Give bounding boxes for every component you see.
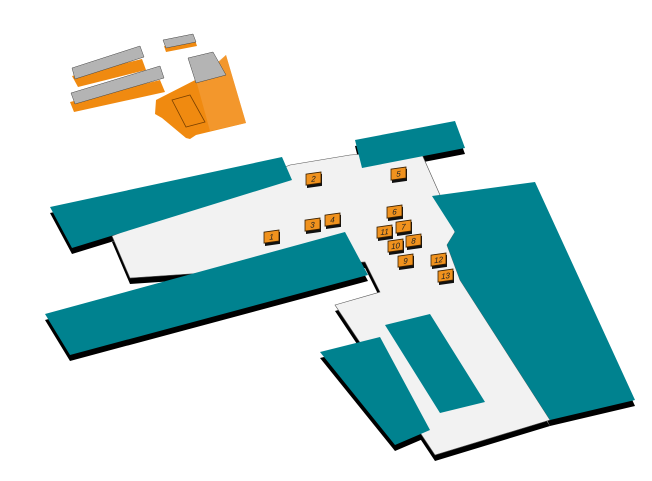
marker-label: 5 xyxy=(396,169,401,179)
room-north[interactable] xyxy=(355,121,465,168)
room-courtyard-inner[interactable] xyxy=(385,314,485,413)
marker-label: 7 xyxy=(401,222,406,232)
marker-label: 3 xyxy=(310,220,315,230)
marker-label: 8 xyxy=(411,236,416,246)
marker-label: 11 xyxy=(380,227,388,237)
location-marker-13[interactable]: 13 xyxy=(437,268,454,285)
marker-label: 12 xyxy=(434,255,443,265)
location-marker-7[interactable]: 7 xyxy=(395,219,412,236)
marker-label: 6 xyxy=(392,207,397,217)
location-marker-11[interactable]: 11 xyxy=(376,224,393,241)
room-east-large[interactable] xyxy=(432,182,635,420)
location-marker-1[interactable]: 1 xyxy=(263,229,280,246)
marker-label: 4 xyxy=(330,215,335,225)
location-marker-10[interactable]: 10 xyxy=(387,238,404,255)
room-south-west[interactable] xyxy=(320,337,430,445)
location-marker-9[interactable]: 9 xyxy=(397,253,414,270)
location-marker-8[interactable]: 8 xyxy=(405,233,422,250)
room-west-upper-wing[interactable] xyxy=(50,157,292,248)
marker-label: 2 xyxy=(310,174,316,184)
location-marker-6[interactable]: 6 xyxy=(386,204,403,221)
marker-label: 9 xyxy=(403,256,408,266)
location-marker-2[interactable]: 2 xyxy=(305,171,322,188)
marker-label: 10 xyxy=(391,241,400,251)
marker-label: 13 xyxy=(441,271,450,281)
location-marker-4[interactable]: 4 xyxy=(324,212,341,229)
location-marker-3[interactable]: 3 xyxy=(304,217,321,234)
location-marker-12[interactable]: 12 xyxy=(430,252,447,269)
marker-label: 1 xyxy=(269,232,273,242)
room-west-lower-wing[interactable] xyxy=(45,232,368,355)
location-marker-5[interactable]: 5 xyxy=(390,166,407,183)
building-overview-minimap[interactable] xyxy=(70,33,246,139)
